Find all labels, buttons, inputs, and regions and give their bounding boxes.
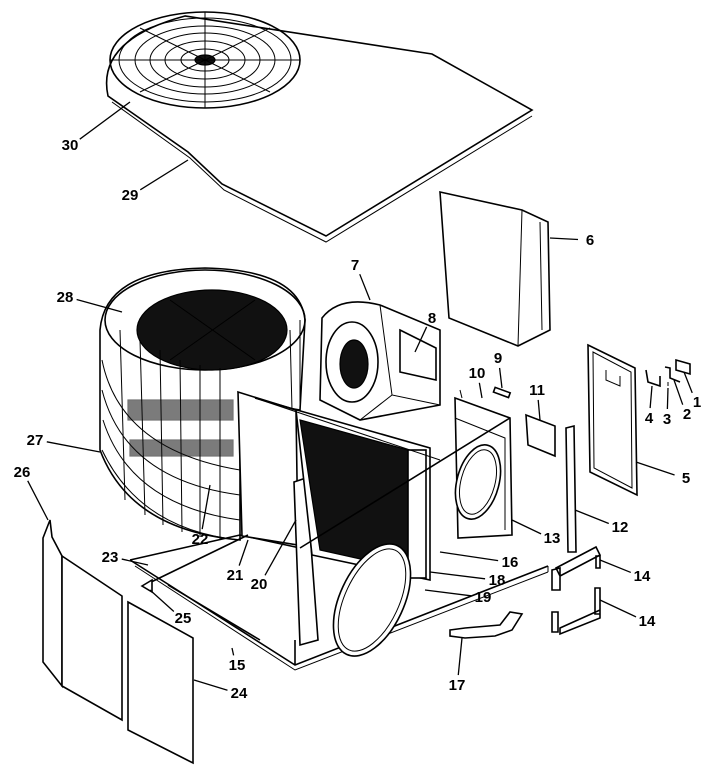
leader-line-18	[429, 571, 486, 580]
part-4	[645, 369, 661, 388]
leader-line-17	[457, 637, 463, 676]
callout-6: 6	[586, 232, 594, 249]
part-25	[140, 578, 153, 594]
leader-line-23	[121, 558, 149, 566]
rail-23	[144, 534, 249, 586]
leader-line-7	[359, 273, 371, 301]
leader-line-5	[635, 461, 675, 476]
leader-line-15	[231, 647, 235, 656]
part-11	[525, 413, 556, 458]
leader-line-24	[193, 679, 228, 691]
callout-25: 25	[175, 610, 192, 627]
leader-line-25	[149, 589, 175, 613]
bracket-14-lower	[551, 587, 601, 636]
callout-10: 10	[469, 365, 486, 382]
leader-line-19	[424, 589, 472, 597]
callout-16: 16	[502, 554, 519, 571]
leader-line-4	[649, 385, 653, 409]
callout-19: 19	[475, 589, 492, 606]
callout-20: 20	[251, 576, 268, 593]
leader-line-3	[666, 387, 669, 410]
leader-line-29	[139, 159, 189, 191]
callout-24: 24	[231, 685, 248, 702]
part-2	[664, 366, 681, 383]
callout-18: 18	[489, 572, 506, 589]
leader-line-13	[511, 519, 542, 535]
callout-26: 26	[14, 464, 31, 481]
rail-15	[167, 584, 261, 641]
leader-line-28	[76, 298, 123, 313]
callout-27: 27	[27, 432, 44, 449]
callout-23: 23	[102, 549, 119, 566]
callout-28: 28	[57, 289, 74, 306]
leader-line-22	[201, 484, 211, 530]
leader-line-26	[27, 480, 49, 521]
part-9	[492, 386, 512, 399]
tube-17	[449, 611, 524, 639]
leader-line-2	[673, 379, 684, 405]
callout-12: 12	[612, 519, 629, 536]
leader-line-20	[264, 519, 297, 576]
access-panel	[587, 343, 638, 497]
part-12	[565, 424, 577, 553]
leader-line-16	[439, 551, 499, 562]
leader-line-30	[79, 101, 131, 140]
top-cover	[105, 15, 534, 243]
service-panel	[439, 190, 551, 347]
callout-17: 17	[449, 677, 466, 694]
callout-14: 14	[639, 613, 656, 630]
condenser-coil	[99, 267, 306, 541]
callout-1: 1	[693, 394, 701, 411]
callout-9: 9	[494, 350, 502, 367]
control-box	[299, 389, 513, 549]
leader-line-21	[238, 539, 249, 566]
callout-15: 15	[229, 657, 246, 674]
leader-line-27	[46, 441, 101, 453]
callout-14: 14	[634, 568, 651, 585]
part-1	[675, 358, 691, 376]
evaporator-coil	[254, 397, 441, 657]
leader-line-6	[549, 237, 579, 241]
callout-5: 5	[682, 470, 690, 487]
callout-3: 3	[663, 411, 671, 428]
blower-assembly	[319, 301, 441, 421]
callout-2: 2	[683, 406, 691, 423]
callout-13: 13	[544, 530, 561, 547]
bracket-14-upper	[551, 545, 602, 591]
callout-22: 22	[192, 531, 209, 548]
callout-4: 4	[645, 410, 654, 427]
callout-7: 7	[351, 257, 359, 274]
leader-line-12	[574, 509, 610, 525]
leader-line-1	[683, 371, 693, 394]
leader-line-11	[537, 399, 541, 421]
fan-grille	[109, 11, 301, 109]
callout-11: 11	[529, 382, 545, 399]
leader-line-9	[498, 367, 503, 389]
leader-line-8	[414, 326, 428, 353]
callout-21: 21	[227, 567, 244, 584]
leader-line-14	[599, 599, 637, 618]
leader-line-10	[478, 382, 483, 399]
leader-line-14	[599, 559, 632, 574]
callout-29: 29	[122, 187, 139, 204]
callout-8: 8	[428, 310, 436, 327]
callout-30: 30	[62, 137, 79, 154]
side-panels	[42, 519, 194, 765]
